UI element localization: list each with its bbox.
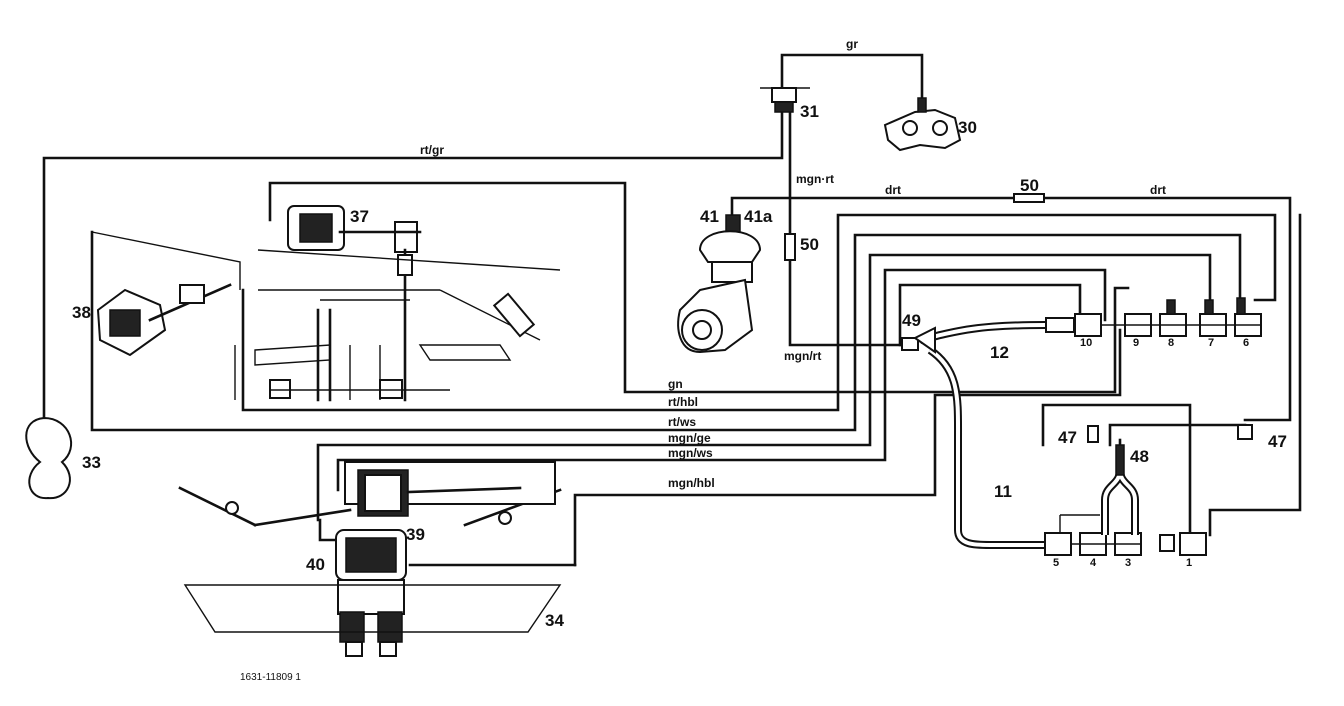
valve-1: 1 [1186,557,1192,569]
diagram-code: 1631-11809 1 [240,672,301,683]
hose-11 [927,346,1050,549]
label-drt-right: drt [1150,183,1166,197]
label-gr: gr [846,37,858,51]
line-47b [1108,423,1247,447]
label-48: 48 [1130,447,1149,466]
hoses [919,321,1050,549]
line-drt [730,196,1292,422]
line-47 [1041,403,1192,537]
label-12: 12 [990,343,1009,362]
line-mgn-hbl [573,328,1122,567]
label-41: 41 [700,207,719,226]
valve-9: 9 [1133,337,1139,349]
label-47-left: 47 [1058,428,1077,447]
component-31 [760,87,810,113]
label-mgn-rt-bottom: mgn/rt [784,349,821,363]
component-39 [344,461,556,517]
component-labels: 30 31 33 34 37 38 39 40 41 41a 47 47 48 … [72,102,1287,630]
label-33: 33 [82,453,101,472]
label-50-mid: 50 [800,235,819,254]
valve-7: 7 [1208,337,1214,349]
valve-block-lower [1044,424,1253,556]
component-40 [335,529,407,657]
component-49 [901,326,936,354]
component-30 [883,97,962,152]
label-39: 39 [406,525,425,544]
valve-5: 5 [1053,557,1059,569]
label-mgn-ws: mgn/ws [668,446,713,460]
label-11: 11 [994,482,1012,501]
label-rt-ws: rt/ws [668,415,696,429]
component-41 [677,214,762,354]
valve-3: 3 [1125,557,1131,569]
line-rt-gr [42,110,784,422]
line-rt-hbl [241,213,1277,412]
line-gr [780,53,924,102]
label-37: 37 [350,207,369,226]
valve-block-upper [1045,297,1262,337]
component-34 [183,584,562,633]
label-49: 49 [902,311,921,330]
line-gn [268,181,1130,394]
wire-labels: gr rt/gr mgn·rt drt drt mgn/rt gn rt/hbl… [420,37,1166,490]
label-mgn-rt-top: mgn·rt [796,172,834,186]
line-rt-ws [90,230,1242,432]
label-40: 40 [306,555,325,574]
flap-linkages [234,249,561,402]
label-38: 38 [72,303,91,322]
label-50-top: 50 [1020,176,1039,195]
line-mgn-ge [316,253,1212,522]
line-mgn-ws [336,268,1107,492]
valve-8: 8 [1168,337,1174,349]
label-rt-hbl: rt/hbl [668,395,698,409]
line-mgn-rt-b [898,283,1082,347]
label-47-right: 47 [1268,432,1287,451]
label-gn: gn [668,377,683,391]
label-31: 31 [800,102,819,121]
vacuum-lines [42,53,1302,567]
line-1-loop [1208,213,1302,537]
component-33-reservoir [25,416,73,500]
label-drt-left: drt [885,183,901,197]
valve-numbers: 1 3 4 5 6 7 8 9 10 [1053,337,1249,569]
label-34: 34 [545,611,564,630]
line-mgn-rt [788,110,908,347]
component-37 [287,205,422,402]
component-50-inline [784,193,1045,261]
label-30: 30 [958,118,977,137]
label-mgn-hbl: mgn/hbl [668,476,715,490]
label-rt-gr: rt/gr [420,143,444,157]
valve-10: 10 [1080,337,1092,349]
label-41a: 41a [744,207,773,226]
valve-6: 6 [1243,337,1249,349]
label-mgn-ge: mgn/ge [668,431,711,445]
y-hose-48 [1101,469,1139,535]
valve-4: 4 [1090,557,1097,569]
component-38 [91,231,241,357]
